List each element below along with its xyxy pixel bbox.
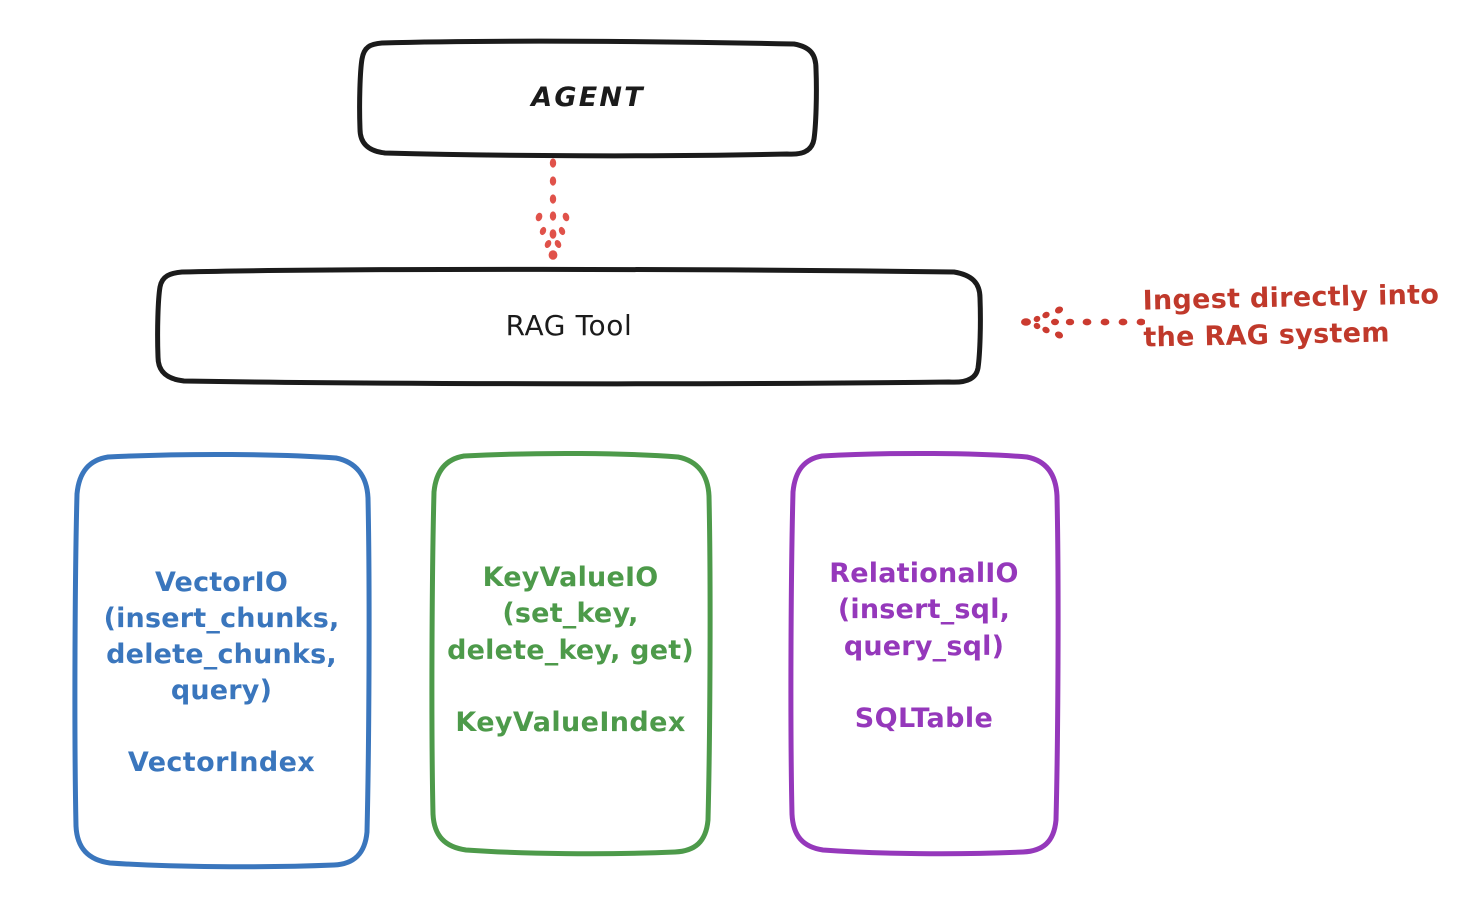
node-agent[interactable]: AGENT [357,38,819,159]
vector-io-content: VectorIO (insert_chunks, delete_chunks, … [70,565,373,779]
relational-io-content: RelationalIO (insert_sql, query_sql) SQL… [787,556,1061,734]
rag-tool-label: RAG Tool [505,308,633,342]
vector-io-index-label: VectorIndex [127,747,316,779]
connector-agent-to-rag-tool [535,158,570,260]
key-value-io-content: KeyValueIO (set_key, delete_key, get) Ke… [428,560,713,738]
connector-ingest-arrow [1021,306,1145,339]
relational-io-index-label: SQLTable [854,702,994,734]
annotation-ingest: Ingest directly into the RAG system [1142,279,1440,354]
key-value-io-api-label: KeyValueIO (set_key, delete_key, get) [447,562,694,666]
key-value-io-index-label: KeyValueIndex [455,706,686,738]
node-rag-tool[interactable]: RAG Tool [154,266,984,387]
vector-io-api-label: VectorIO (insert_chunks, delete_chunks, … [103,566,340,707]
node-vector-io[interactable]: VectorIO (insert_chunks, delete_chunks, … [70,450,373,870]
node-key-value-io[interactable]: KeyValueIO (set_key, delete_key, get) Ke… [428,450,713,857]
node-relational-io[interactable]: RelationalIO (insert_sql, query_sql) SQL… [787,450,1061,857]
agent-label: AGENT [531,82,645,114]
relational-io-api-label: RelationalIO (insert_sql, query_sql) [829,558,1019,662]
